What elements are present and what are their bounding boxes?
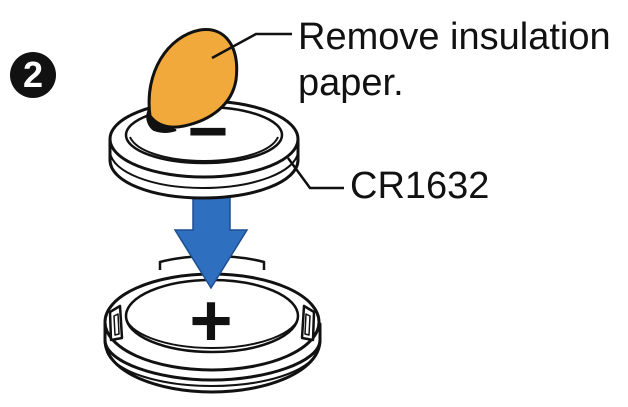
- insulation-paper-icon: [146, 28, 239, 133]
- positive-symbol: +: [189, 279, 232, 362]
- battery-holder-icon: [103, 254, 322, 394]
- callout-line-2: paper.: [298, 62, 404, 104]
- down-arrow-icon: [173, 195, 249, 290]
- battery-leader-line: [286, 157, 344, 190]
- step-number-badge: 2: [10, 52, 56, 98]
- callout-line-1: Remove insulation: [298, 16, 611, 58]
- remove-paper-callout: Remove insulation paper.: [298, 14, 611, 106]
- leader-lines: [211, 32, 344, 190]
- battery-model-label: CR1632: [350, 165, 490, 207]
- paper-leader-line: [211, 32, 292, 60]
